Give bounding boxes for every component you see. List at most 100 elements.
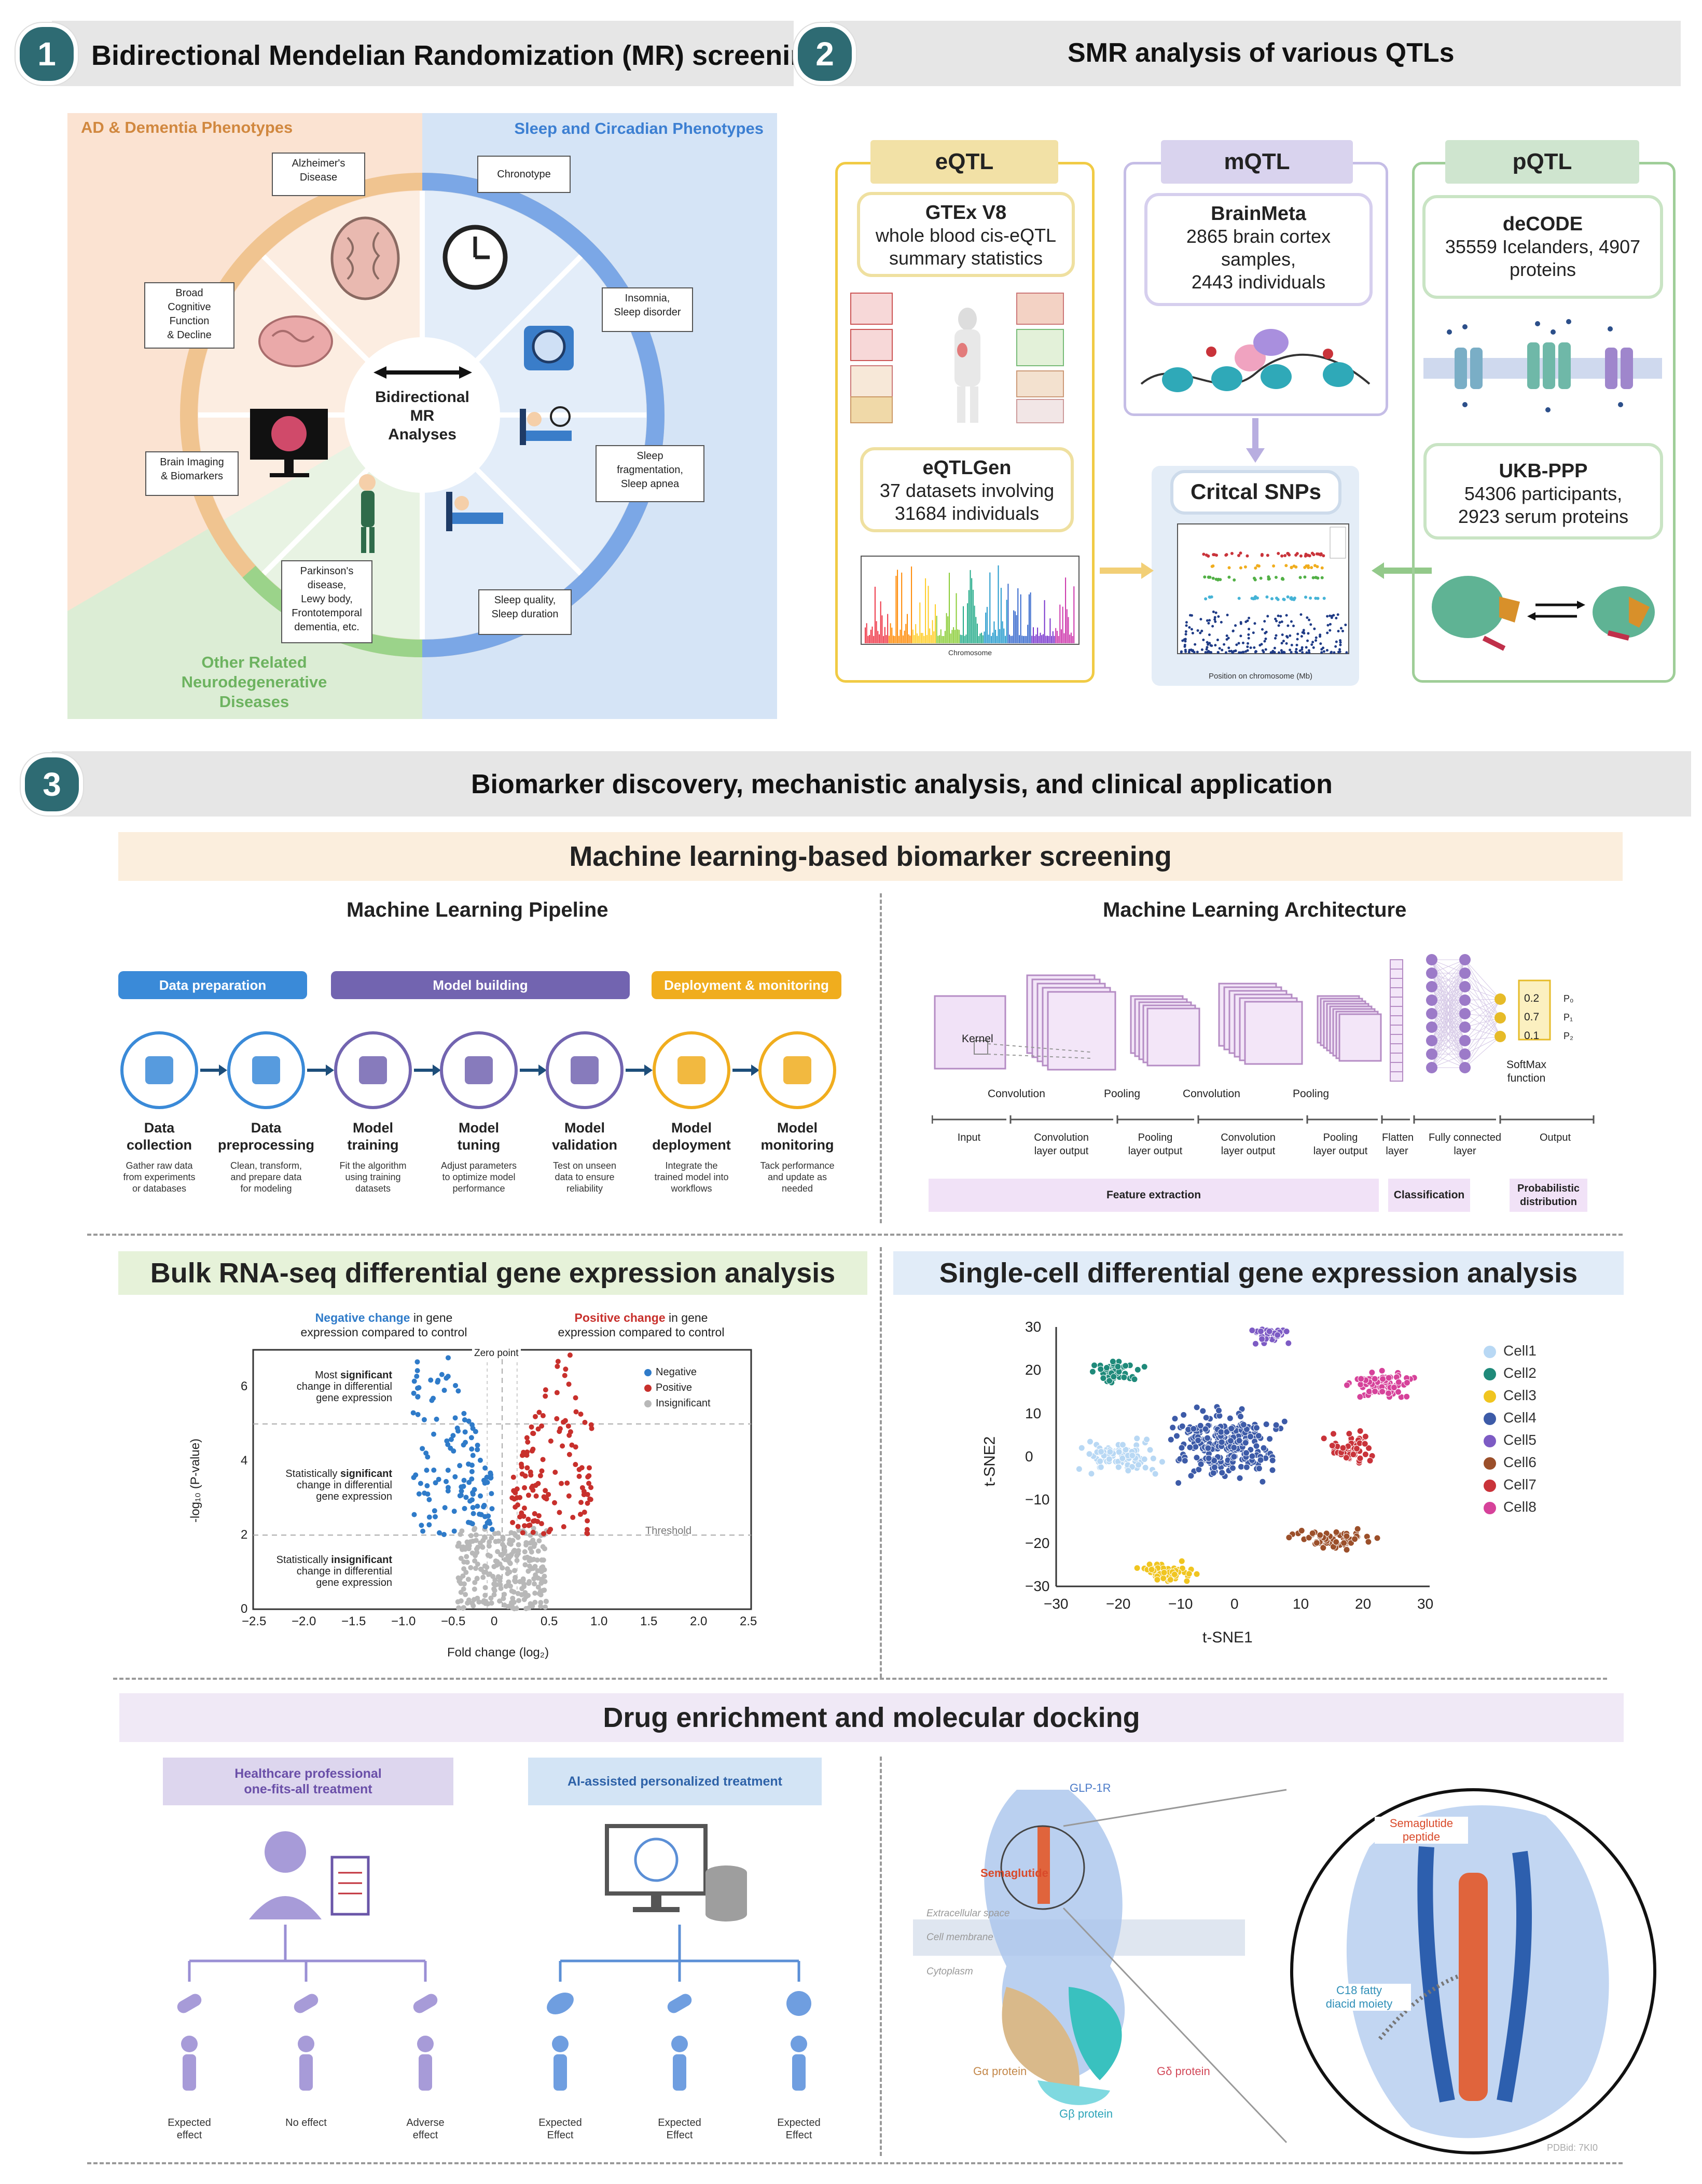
tsne-ytick-4: −10: [1025, 1491, 1050, 1508]
drug-divider: [880, 1757, 882, 2156]
flatten-cell: [1390, 1043, 1403, 1054]
prob-0: 0.2: [1524, 992, 1540, 1004]
fc-neuron: [1426, 1062, 1437, 1073]
tsne-legend-dot-2: [1484, 1390, 1496, 1403]
step-icon-1: [252, 1056, 280, 1084]
step-icon-4: [571, 1056, 599, 1084]
step-arrow-1: [307, 1069, 330, 1072]
tsne-ytick-2: 10: [1025, 1405, 1042, 1421]
manhattan-xlabel: Chromosome: [948, 648, 992, 657]
tsne-xtick-3: 0: [1230, 1596, 1239, 1612]
step-arrowhead-0: [219, 1065, 227, 1076]
flatten-cell: [1390, 1053, 1403, 1063]
volcano-plot: [252, 1349, 752, 1612]
tsne-legend-item-3: Cell4: [1484, 1409, 1537, 1426]
flatten-cell: [1390, 1034, 1403, 1044]
tsne-legend-item-0: Cell1: [1484, 1343, 1537, 1359]
drug-band: Drug enrichment and molecular docking: [119, 1693, 1624, 1742]
output-neuron: [1495, 993, 1506, 1005]
pool2-map: [1338, 1013, 1382, 1062]
volcano-xlabel: Fold change (log₂): [447, 1646, 549, 1660]
other-disease-line1: Other Related: [201, 653, 307, 671]
section1-title: Bidirectional Mendelian Randomization (M…: [91, 40, 825, 71]
step-icon-5: [677, 1056, 705, 1084]
glp1r-label: GLP-1R: [1070, 1781, 1111, 1794]
step-circle-1: [227, 1031, 305, 1109]
flatten-cell: [1390, 969, 1403, 979]
pool1-label: Pooling: [1104, 1088, 1141, 1100]
tsne-legend-item-7: Cell8: [1484, 1499, 1537, 1515]
volcano-ytick-0: 0: [241, 1602, 248, 1616]
center-line1: Bidirectional MR: [375, 389, 469, 424]
fc-neuron: [1459, 1048, 1471, 1060]
volcano-xtick-2: −1.5: [341, 1614, 366, 1628]
step-arrow-0: [200, 1069, 223, 1072]
galpha-label: Gα protein: [973, 2065, 1027, 2078]
left-outcome-1: No effect: [285, 2117, 327, 2128]
tsne-plot: [1055, 1326, 1430, 1587]
ad-phenotype-label: AD & Dementia Phenotypes: [81, 118, 293, 136]
classification-band: Classification: [1388, 1179, 1470, 1212]
manhattan-plot: [861, 556, 1080, 645]
volcano-ytick-2: 4: [241, 1454, 248, 1468]
de-bottom-divider: [113, 1678, 1607, 1680]
section2-number: 2: [794, 23, 856, 85]
semaglutide-label: Semaglutide: [980, 1867, 1048, 1879]
pipeline-title: Machine Learning Pipeline: [347, 899, 608, 921]
volcano-xtick-1: −2.0: [292, 1614, 316, 1628]
layer-label-0: Input: [957, 1132, 981, 1143]
mqtl-arrow: [1246, 418, 1265, 463]
volcano-ytick-3: 6: [241, 1379, 248, 1394]
fc-neuron: [1459, 1062, 1471, 1073]
center-line2: Analyses: [388, 426, 456, 443]
flatten-cell: [1390, 987, 1403, 998]
ai-label: AI-assisted personalized treatment: [528, 1758, 822, 1805]
step-circle-5: [653, 1031, 730, 1109]
tsne-xtick-6: 30: [1417, 1596, 1434, 1612]
fc-neuron: [1459, 994, 1471, 1006]
phase-deployment: Deployment & monitoring: [652, 971, 841, 999]
conv1-label: Convolution: [988, 1088, 1045, 1100]
ml-divider: [880, 893, 882, 1223]
layer-label-7: Output: [1539, 1132, 1571, 1143]
quality-box: Sleep quality,Sleep duration: [478, 589, 572, 635]
layer-brackets: [932, 1115, 1595, 1124]
pool2-label: Pooling: [1293, 1088, 1330, 1100]
tsne-ytick-6: −30: [1025, 1578, 1050, 1594]
step-arrow-5: [732, 1069, 755, 1072]
volcano-xtick-8: 1.5: [640, 1614, 658, 1628]
phase-data-preparation: Data preparation: [118, 971, 307, 999]
extracellular-label: Extracellular space: [926, 1908, 1010, 1919]
zero-point-label: Zero point: [472, 1348, 521, 1359]
tsne-legend-dot-0: [1484, 1345, 1496, 1358]
flatten-cell: [1390, 978, 1403, 988]
fc-neuron: [1426, 1008, 1437, 1019]
pdb-label: PDBid: 7KI0: [1547, 2142, 1598, 2153]
neg-title: Negative change in gene expression compa…: [300, 1311, 467, 1339]
membrane-proteins: [1423, 319, 1662, 412]
volcano-xtick-6: 0.5: [541, 1614, 558, 1628]
tsne-xtick-4: 10: [1293, 1596, 1309, 1612]
membrane-label: Cell membrane: [926, 1932, 993, 1943]
fc-neuron: [1459, 954, 1471, 965]
gdelta-label: Gδ protein: [1157, 2065, 1210, 2078]
fc-neuron: [1426, 1035, 1437, 1046]
volcano-ylabel: -log₁₀ (P-value): [188, 1438, 203, 1523]
center-label: Bidirectional MR Analyses: [365, 388, 479, 444]
